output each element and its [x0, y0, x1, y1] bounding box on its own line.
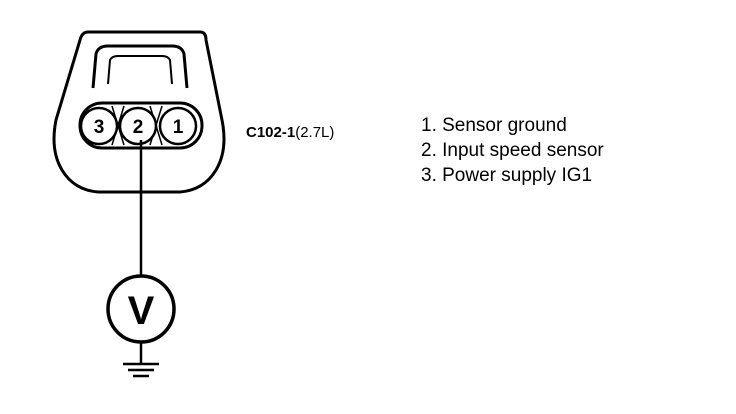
- pin-legend: 1. Sensor ground 2. Input speed sensor 3…: [421, 113, 604, 188]
- legend-item: 2. Input speed sensor: [421, 140, 604, 161]
- pin-label-1: 1: [173, 117, 184, 138]
- voltmeter-symbol: V: [128, 289, 155, 333]
- voltmeter: V: [106, 274, 176, 344]
- connector-pin-2: 2: [118, 106, 158, 146]
- connector-pin-3: 3: [79, 106, 119, 146]
- connector-lock-tab-inner: [107, 55, 173, 85]
- connector-id: C102-1(2.7L): [246, 124, 334, 141]
- legend-item: 3. Power supply IG1: [421, 165, 593, 186]
- connector-pin-1: 1: [158, 106, 198, 146]
- connector-code: C102-1: [246, 124, 296, 141]
- pin-label-2: 2: [133, 117, 144, 138]
- connector-lock-tab: [91, 44, 189, 89]
- connector-variant: (2.7L): [295, 124, 335, 141]
- pin-label-3: 3: [94, 117, 105, 138]
- ground-icon: [123, 342, 159, 378]
- connector-housing: [52, 30, 226, 194]
- legend-item: 1. Sensor ground: [421, 115, 567, 136]
